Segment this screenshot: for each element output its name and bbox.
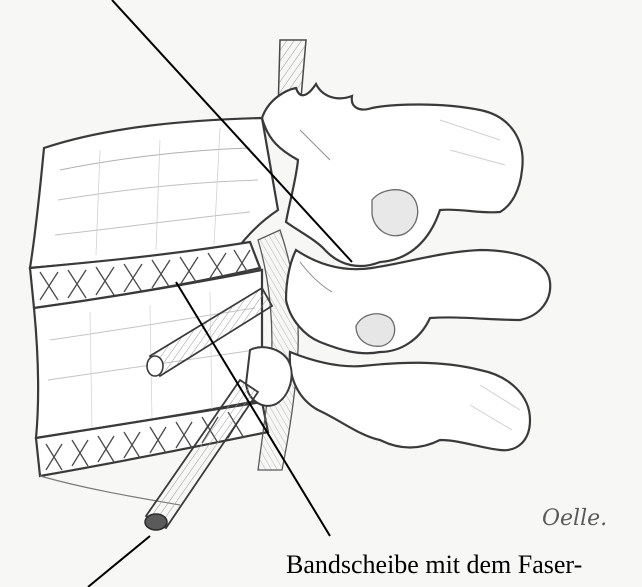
- disc-caption: Bandscheibe mit dem Faser-: [286, 548, 582, 582]
- artist-signature: Oelle.: [542, 506, 607, 531]
